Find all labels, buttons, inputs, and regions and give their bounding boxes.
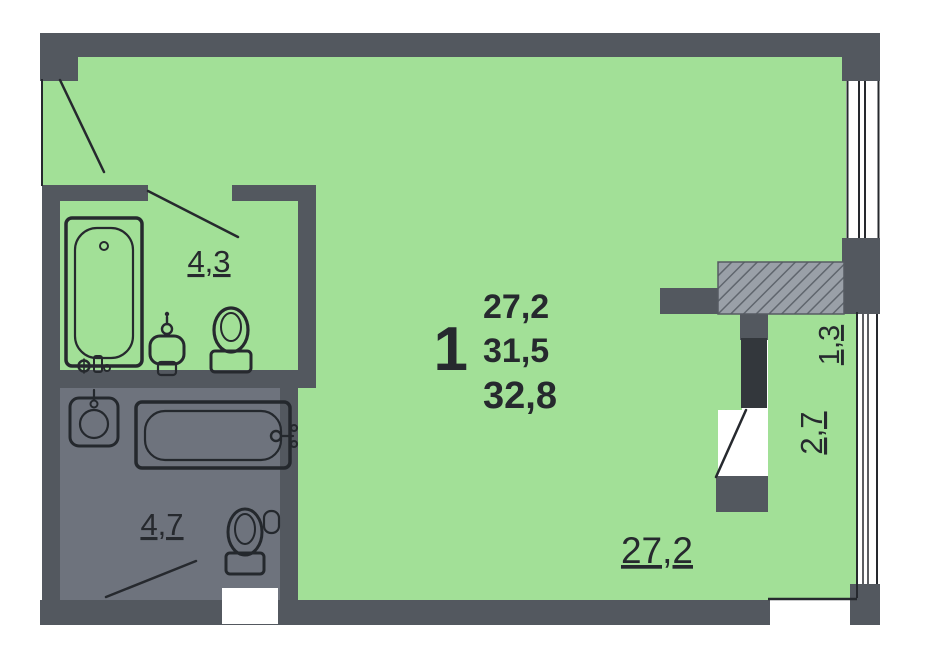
main-room-floor: [718, 512, 768, 602]
wall-bathroom2-right: [280, 370, 298, 625]
bathroom-top-fixtures: [64, 216, 253, 377]
wall-hatched-block: [717, 261, 845, 315]
bathtub-handle: [290, 440, 298, 448]
window-balcony: [856, 314, 878, 584]
sink-basin: [148, 334, 186, 366]
wall-balcony-corner-block: [850, 584, 880, 625]
toilet-icon: [224, 507, 281, 576]
sink-pedestal: [156, 360, 178, 377]
bathtub-drain: [99, 241, 109, 251]
wall-balcony-block-top: [740, 312, 768, 340]
bathtub-handle: [290, 424, 298, 432]
main-room-floor: [316, 312, 742, 374]
wall-segment-bottom: [40, 600, 770, 625]
wall-segment-right-mid: [842, 238, 880, 314]
room-floors: [42, 55, 856, 602]
bathroom-bottom-door-swing: [104, 559, 198, 599]
toilet-tank: [209, 349, 253, 374]
toilet-cistern: [262, 509, 281, 535]
walls: [40, 33, 880, 625]
toilet-seat: [234, 513, 256, 545]
main-room-floor: [316, 185, 846, 264]
total-area-label: 31,5: [483, 332, 549, 370]
wall-cap-top-left: [40, 33, 78, 81]
main-room-floor: [298, 372, 742, 410]
wall-bathroom-top-left: [42, 185, 148, 201]
wall-segment-top: [40, 33, 880, 57]
door-swings: [58, 78, 748, 599]
bathroom-bottom-area-label: 4,7: [140, 507, 183, 542]
sink-icon: [148, 311, 186, 377]
faucet-handle: [103, 364, 111, 372]
living-area-label: 27,2: [483, 288, 549, 326]
area-summary: 1 27,2 31,5 32,8: [434, 288, 557, 417]
main-room-floor: [42, 55, 846, 187]
wall-bathroom-divider: [42, 370, 316, 388]
balcony-floor: [768, 312, 856, 600]
sink-icon: [68, 388, 120, 448]
main-room-floor: [298, 478, 718, 602]
rooms-count-label: 1: [434, 315, 468, 384]
wall-stub: [660, 288, 722, 314]
balcony-small-area-label: 1,3: [814, 325, 846, 365]
sink-faucet-dot: [164, 311, 170, 317]
bathtub-basin: [73, 226, 135, 360]
bathroom-top-area-label: 4,3: [187, 244, 230, 279]
bathroom-bottom-fixtures: [68, 388, 298, 576]
sink-basin: [78, 408, 110, 440]
main-room-floor: [316, 288, 662, 314]
bathroom2-door-threshold: [222, 588, 278, 624]
wall-segment-left: [42, 185, 60, 625]
toilet-seat: [220, 312, 242, 342]
main-room-floor: [316, 262, 722, 290]
bathroom-door-opening: [146, 183, 234, 202]
entrance-door-swing: [58, 78, 106, 174]
bathroom-top-floor: [58, 198, 300, 372]
balcony-window-bar: [741, 338, 767, 408]
faucet-spout: [93, 355, 103, 373]
balcony-area-label: 2,7: [794, 411, 829, 454]
toilet-bowl: [226, 507, 264, 557]
wall-cap-top-right: [842, 33, 880, 81]
faucet-icon: [76, 355, 111, 374]
main-room-floor: [298, 408, 718, 480]
overall-area-label: 32,8: [483, 375, 557, 417]
bathroom-bottom-floor: [58, 386, 282, 602]
wall-bathroom-top-right: [232, 185, 316, 201]
window-top-right: [846, 81, 880, 238]
labels: 4,3 4,7 27,2 2,7 1,3 1 27,2 31,5 32,8: [140, 244, 846, 571]
windows: [41, 79, 880, 601]
toilet-icon: [209, 306, 253, 374]
bathroom-top-door-swing: [146, 189, 240, 239]
main-room-area-label: 27,2: [621, 530, 693, 571]
toilet-tank: [224, 551, 266, 576]
wall-bathroom-right: [298, 185, 316, 388]
balcony-door-swing: [714, 408, 748, 479]
bathtub-icon: [134, 400, 298, 470]
wall-balcony-block-bottom: [716, 476, 768, 512]
